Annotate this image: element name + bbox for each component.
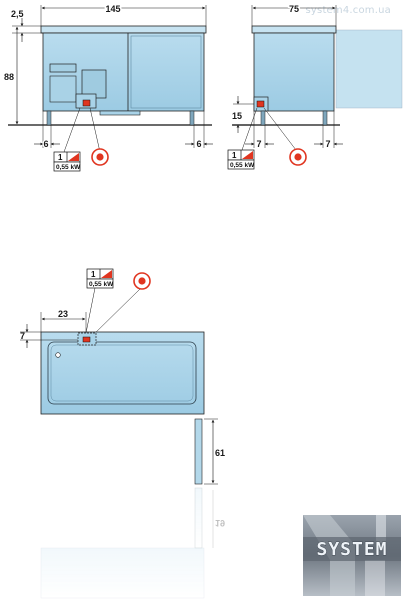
- side-depth-label: 75: [289, 4, 299, 14]
- front-drain-pipe: [99, 110, 141, 116]
- plan-connection-symbol: [133, 272, 151, 290]
- plan-side-strip: [194, 418, 203, 485]
- plan-offset-y-label: 7: [20, 331, 25, 341]
- front-badge-number: 1: [58, 153, 63, 162]
- side-connection-point: [256, 100, 265, 108]
- side-left-foot-label: 7: [256, 139, 261, 149]
- side-connection-symbol: [289, 148, 307, 166]
- front-top-offset-label: 2,5: [11, 9, 24, 19]
- side-foot-right: [322, 110, 328, 126]
- front-left-foot-label: 6: [43, 139, 48, 149]
- plan-cabinet: [40, 331, 205, 415]
- front-door: [130, 35, 202, 109]
- front-foot-left: [46, 110, 52, 126]
- plan-drain-hole: [55, 352, 61, 358]
- front-grille: [49, 75, 77, 103]
- front-electrical-badge: 1 0,55 kW: [53, 151, 81, 172]
- plan-depth-label: 61: [215, 448, 225, 458]
- plan-worktop-inner: [47, 341, 197, 405]
- front-view: 145 2,5 88 6 6 1 0,55 kW: [3, 3, 213, 172]
- side-badge-number: 1: [232, 151, 237, 160]
- side-electrical-badge: 1 0,55 kW: [227, 149, 255, 170]
- side-view: 75 15 7 7 1 0,55 kW: [227, 3, 403, 170]
- front-compressor-box: [81, 69, 107, 99]
- plan-offset-x-label: 23: [58, 309, 68, 319]
- front-badge-power: 0,55 kW: [56, 164, 81, 171]
- svg-text:19: 19: [215, 518, 225, 528]
- front-foot-right: [189, 110, 195, 126]
- plan-connection-point: [82, 336, 91, 343]
- side-right-foot-label: 7: [325, 139, 330, 149]
- logo-text: SYSTEM: [316, 539, 387, 560]
- front-worktop: [40, 25, 207, 34]
- plan-badge-power: 0,55 kW: [89, 281, 114, 288]
- system-logo: SYSTEM: [303, 515, 401, 596]
- front-connection-point: [82, 99, 91, 107]
- plan-reflection: 19: [40, 487, 225, 599]
- front-condenser: [49, 63, 77, 73]
- front-connection-symbol: [91, 148, 109, 166]
- watermark: system4.com.ua: [305, 5, 391, 16]
- side-badge-power: 0,55 kW: [230, 162, 255, 169]
- front-height-label: 88: [4, 72, 14, 82]
- side-worktop: [251, 25, 337, 34]
- side-foot-left: [260, 110, 266, 126]
- front-right-foot-label: 6: [196, 139, 201, 149]
- plan-badge-number: 1: [91, 270, 96, 279]
- side-leg-height-label: 15: [232, 111, 242, 121]
- front-width-label: 145: [105, 4, 120, 14]
- side-back-panel: [335, 29, 403, 109]
- plan-view: 1 0,55 kW 23 7 61: [20, 268, 226, 599]
- plan-electrical-badge: 1 0,55 kW: [86, 268, 114, 289]
